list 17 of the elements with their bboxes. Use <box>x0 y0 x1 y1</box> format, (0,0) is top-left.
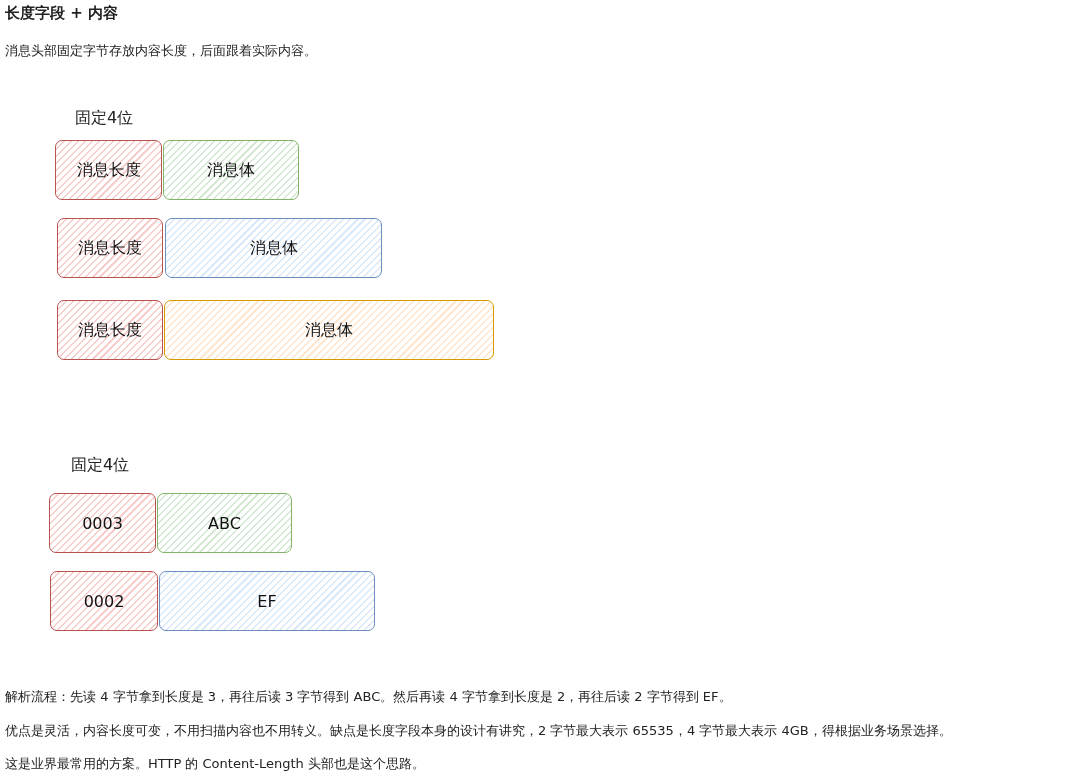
field-box: 消息体 <box>165 218 382 278</box>
field-box: 0002 <box>50 571 158 631</box>
field-box: 消息长度 <box>57 218 163 278</box>
paragraph: 解析流程：先读 4 字节拿到长度是 3，再往后读 3 字节得到 ABC。然后再读 4 字节拿到长度是 2，再往后读 2 字节得到 EF。 <box>5 688 732 706</box>
field-box: ABC <box>157 493 292 553</box>
heading: 长度字段 + 内容 <box>5 4 118 23</box>
field-box: 消息体 <box>164 300 494 360</box>
box-caption: 固定4位 <box>75 108 134 129</box>
paragraph: 优点是灵活，内容长度可变，不用扫描内容也不用转义。缺点是长度字段本身的设计有讲究，2 字节最大表示 65535，4 字节最大表示 4GB，得根据业务场景选择。 <box>5 722 952 740</box>
field-box: 消息长度 <box>55 140 162 200</box>
box-caption: 固定4位 <box>71 455 130 476</box>
description-text: 消息头部固定字节存放内容长度，后面跟着实际内容。 <box>5 42 317 60</box>
field-box: 消息体 <box>163 140 299 200</box>
field-box: EF <box>159 571 375 631</box>
paragraph: 这是业界最常用的方案。HTTP 的 Content-Length 头部也是这个思路。 <box>5 755 425 773</box>
field-box: 消息长度 <box>57 300 163 360</box>
field-box: 0003 <box>49 493 156 553</box>
